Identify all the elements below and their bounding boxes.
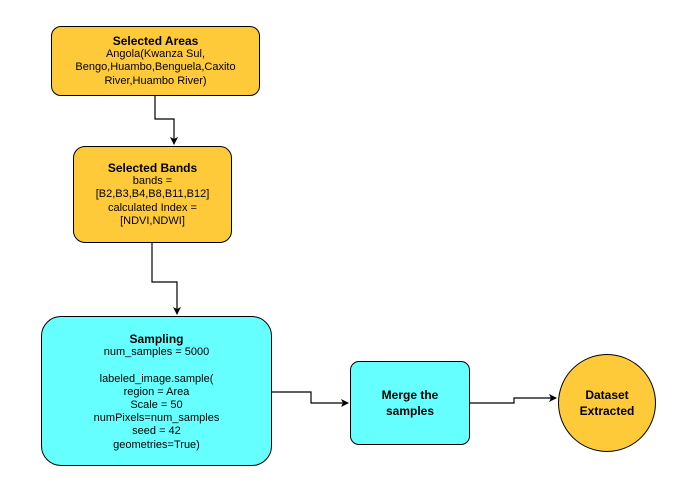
edge-bands-to-sampling <box>151 243 181 315</box>
dataset-extracted-title: Dataset Extracted <box>579 388 635 418</box>
selected-areas-node: Selected Areas Angola(Kwanza Sul, Bengo,… <box>51 26 260 96</box>
dataset-extracted-node: Dataset Extracted <box>558 354 656 452</box>
selected-bands-title: Selected Bands <box>107 161 198 176</box>
edge-sampling-to-merge <box>272 391 349 407</box>
merge-samples-node: Merge the samples <box>350 361 470 445</box>
sampling-title: Sampling <box>129 332 184 347</box>
selected-bands-node: Selected Bands bands = [B2,B3,B4,B8,B11,… <box>73 146 232 243</box>
selected-areas-title: Selected Areas <box>112 34 199 49</box>
selected-bands-body: bands = [B2,B3,B4,B8,B11,B12] calculated… <box>95 175 210 227</box>
edge-merge-to-dataset <box>470 394 557 404</box>
sampling-body: num_samples = 5000 labeled_image.sample(… <box>93 346 220 451</box>
merge-samples-title: Merge the samples <box>381 388 439 418</box>
edge-areas-to-bands <box>154 96 178 145</box>
sampling-node: Sampling num_samples = 5000 labeled_imag… <box>41 316 272 466</box>
selected-areas-body: Angola(Kwanza Sul, Bengo,Huambo,Benguela… <box>75 48 236 87</box>
